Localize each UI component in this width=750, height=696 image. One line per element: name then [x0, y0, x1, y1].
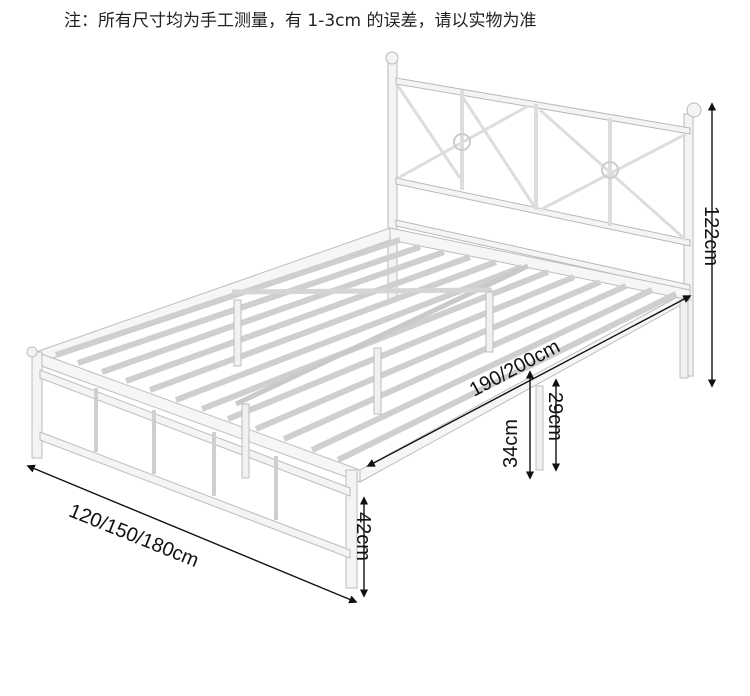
support-leg-29-label: 29cm: [544, 392, 566, 441]
headboard-height-label: 122cm: [700, 206, 722, 267]
headboard: [385, 51, 702, 377]
measurement-note: 注：所有尺寸均为手工测量，有 1-3cm 的误差，请以实物为准: [64, 11, 537, 31]
support-leg-34-label: 34cm: [500, 419, 522, 468]
leg-height-label: 42cm: [352, 512, 374, 561]
dimension-lines: [26, 102, 717, 604]
